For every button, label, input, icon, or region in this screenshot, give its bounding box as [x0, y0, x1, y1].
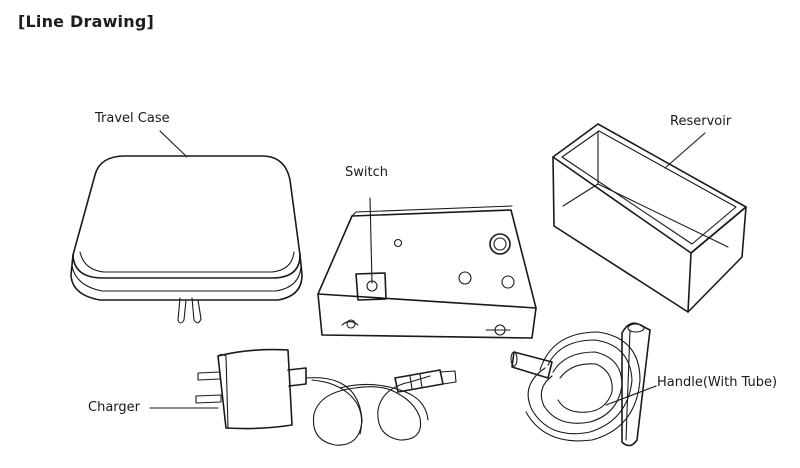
page-title: [Line Drawing] [18, 12, 154, 31]
charger-drawing [149, 348, 457, 446]
label-charger: Charger [88, 400, 140, 415]
label-reservoir: Reservoir [670, 114, 732, 129]
main-unit-drawing [317, 197, 537, 339]
handle-drawing [510, 322, 657, 447]
reservoir-drawing [552, 123, 747, 313]
label-travel-case: Travel Case [95, 111, 170, 126]
label-switch: Switch [345, 165, 388, 180]
label-handle: Handle(With Tube) [657, 375, 778, 390]
travel-case-drawing [70, 130, 303, 324]
